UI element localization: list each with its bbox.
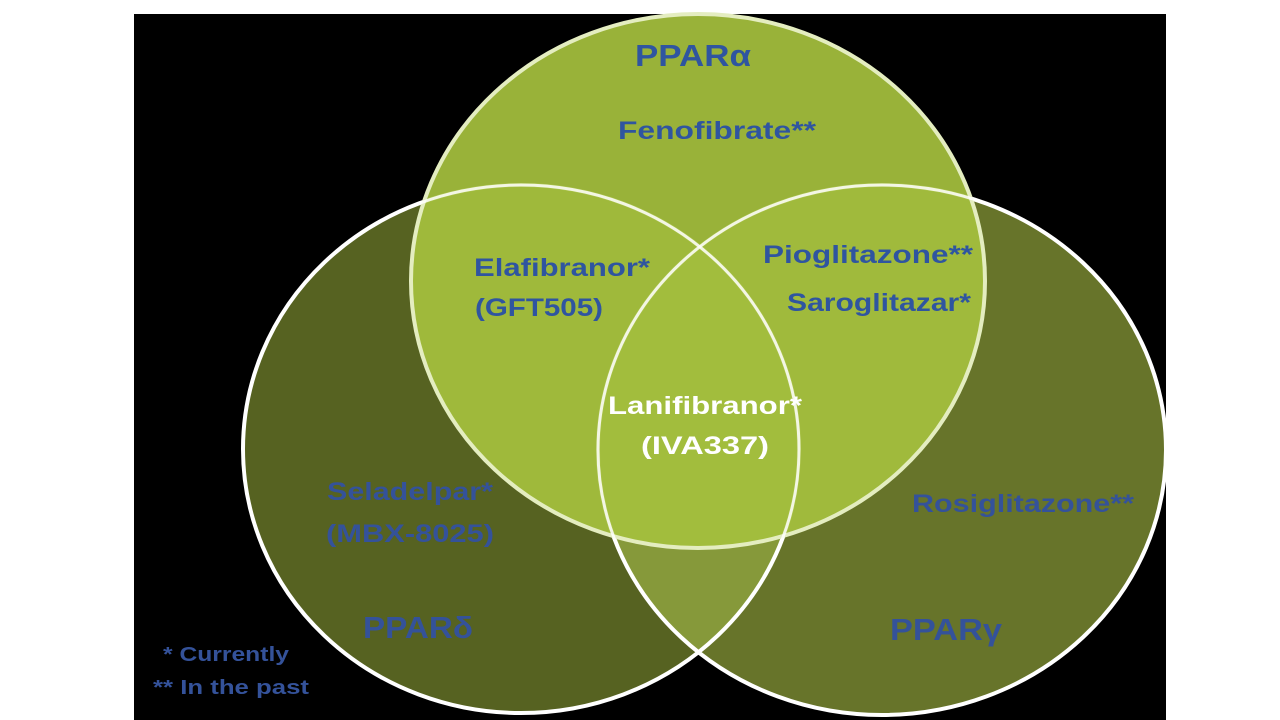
saroglitazar-label: Saroglitazar* <box>787 289 971 317</box>
mbx8025-label: (MBX-8025) <box>326 520 494 548</box>
iva337-label: (IVA337) <box>641 432 769 460</box>
ppar-alpha-label: PPARα <box>635 38 751 73</box>
elafibranor-label: Elafibranor* <box>474 254 650 282</box>
legend-in-the-past: ** In the past <box>153 677 309 699</box>
gft505-label: (GFT505) <box>475 294 603 322</box>
fenofibrate-label: Fenofibrate** <box>618 117 816 145</box>
rosiglitazone-label: Rosiglitazone** <box>912 490 1134 518</box>
pioglitazone-label: Pioglitazone** <box>763 241 973 269</box>
legend-currently: * Currently <box>163 644 290 666</box>
ppar-gamma-label: PPARγ <box>890 612 1003 647</box>
ppar-gamma-inner-outline <box>596 183 1168 717</box>
seladelpar-label: Seladelpar* <box>327 478 493 506</box>
ppar-delta-label: PPARδ <box>363 610 473 645</box>
ppar-delta-inner-outline <box>241 183 801 715</box>
lanifibranor-label: Lanifibranor* <box>608 392 802 420</box>
ppar-alpha-circle <box>409 12 987 550</box>
